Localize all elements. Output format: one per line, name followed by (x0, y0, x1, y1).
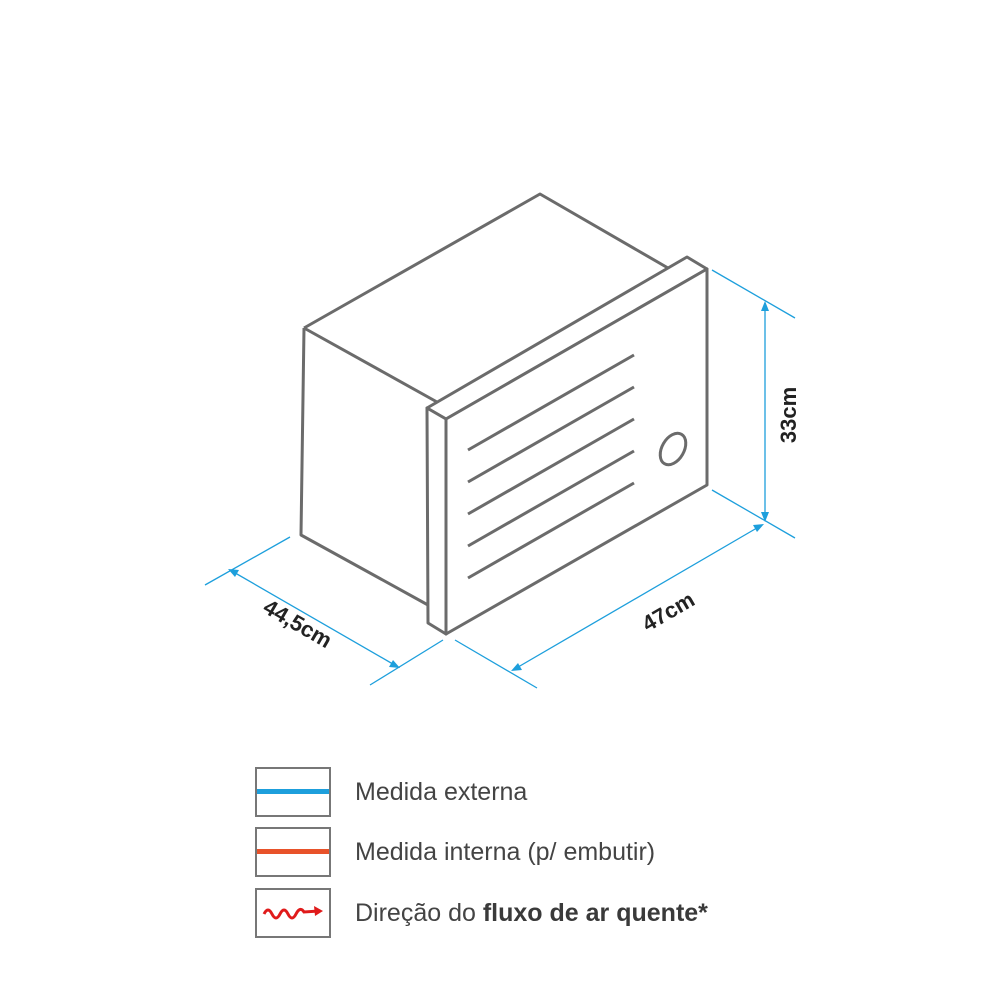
red-wavy-arrow-icon (255, 888, 331, 938)
legend-label: Medida interna (p/ embutir) (355, 837, 656, 866)
orange-line-icon (255, 827, 331, 877)
top-back-edges (303, 192, 669, 330)
blue-line-icon (255, 767, 331, 817)
legend-internal: Medida interna (p/ embutir) (255, 827, 655, 877)
oven-body (299, 192, 709, 636)
legend-label-bold: fluxo de ar quente* (482, 898, 708, 927)
vent-slats (467, 353, 635, 580)
dimension-lines (204, 269, 796, 689)
legend-label-normal: Direção do (355, 898, 483, 927)
legend-external: Medida externa (255, 767, 527, 817)
top-front-edge (303, 326, 438, 404)
width-label: 47cm (638, 587, 699, 637)
height-label: 33cm (776, 387, 801, 443)
legend-label: Direção do fluxo de ar quente* (355, 899, 708, 928)
legend-airflow: Direção do fluxo de ar quente* (255, 888, 708, 938)
control-knob (658, 431, 688, 467)
frame-side (425, 406, 448, 636)
legend-label: Medida externa (355, 777, 528, 806)
depth-label: 44,5cm (259, 594, 336, 653)
side-face-edges (299, 327, 429, 607)
